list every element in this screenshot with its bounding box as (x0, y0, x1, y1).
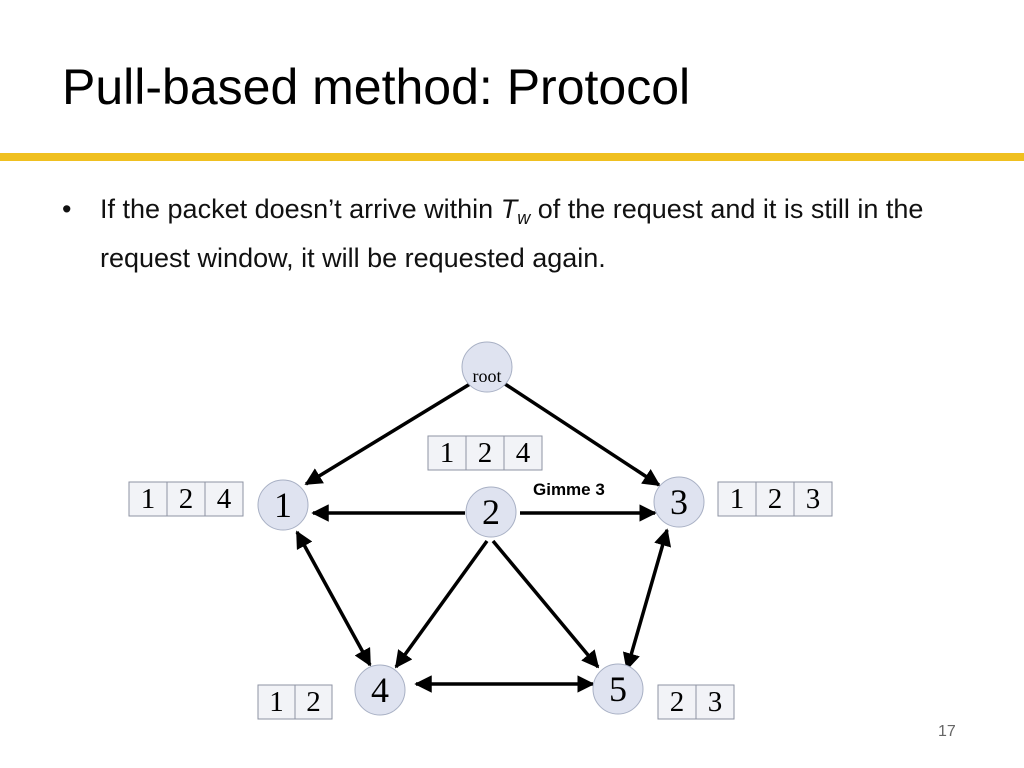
edge-root-to-3 (504, 382, 661, 487)
buffer-cell (128, 481, 168, 517)
node-4: 4 (354, 664, 406, 716)
node-1-label: 1 (274, 485, 292, 525)
buffer-cell (427, 435, 467, 471)
node-4-label: 4 (371, 670, 389, 710)
bullet-text: If the packet doesn’t arrive within Tw o… (100, 189, 962, 278)
nodes: root 1 2 3 4 5 (257, 341, 705, 716)
edge-2-to-5 (491, 539, 600, 669)
buffer-cell-value: 1 (730, 483, 745, 515)
buffer-cell-value: 2 (478, 437, 493, 469)
bullet-icon: • (62, 194, 72, 224)
buffer-cell-value: 4 (217, 483, 232, 515)
bullet-var-subscript: w (517, 208, 531, 228)
node-2: 2 (465, 486, 517, 538)
node-3-label: 3 (670, 482, 688, 522)
buffer-cell (204, 481, 244, 517)
edge-1-4 (295, 530, 372, 667)
slide-title: Pull-based method: Protocol (62, 59, 691, 115)
bullet-var: T (500, 194, 518, 224)
edge-3-5 (622, 528, 672, 671)
node-5-label: 5 (609, 669, 627, 709)
buffer-cell (465, 435, 505, 471)
buffer-cell-value: 2 (768, 483, 783, 515)
buffer-cell (257, 684, 296, 720)
buffer-cell-value: 3 (708, 686, 723, 718)
gimme-3-label: Gimme 3 (533, 480, 605, 499)
buffer-cell-value: 1 (269, 686, 284, 718)
buffer-cell (166, 481, 206, 517)
edge-root-to-1 (304, 382, 471, 486)
bullet-text-after: of the request and it is still in the re… (100, 194, 924, 273)
buffer-cell (695, 684, 735, 720)
page-number: 17 (938, 723, 956, 740)
node-root-label: root (473, 366, 502, 386)
buffer-cell-value: 2 (670, 686, 685, 718)
buffer-cell (503, 435, 543, 471)
node-root: root (461, 341, 513, 393)
buffer-cell-value: 3 (806, 483, 821, 515)
buffer-cell (657, 684, 697, 720)
buffer-cell-value: 1 (440, 437, 455, 469)
buffer-cell-value: 4 (516, 437, 531, 469)
title-underline (0, 153, 1024, 161)
buffer-cell-value: 2 (179, 483, 194, 515)
node-1: 1 (257, 479, 309, 531)
buffer-cell-value: 1 (141, 483, 156, 515)
bullet-text-before: If the packet doesn’t arrive within (100, 194, 501, 224)
edge-2-to-4 (394, 539, 489, 669)
edges (295, 382, 672, 693)
buffer-cell-value: 2 (306, 686, 321, 718)
node-2-label: 2 (482, 492, 500, 532)
buffer-cell (793, 481, 833, 517)
bullet-point: • If the packet doesn’t arrive within Tw… (62, 189, 962, 278)
buffer-cell (294, 684, 333, 720)
node-5: 5 (592, 663, 644, 715)
node-3: 3 (653, 476, 705, 528)
